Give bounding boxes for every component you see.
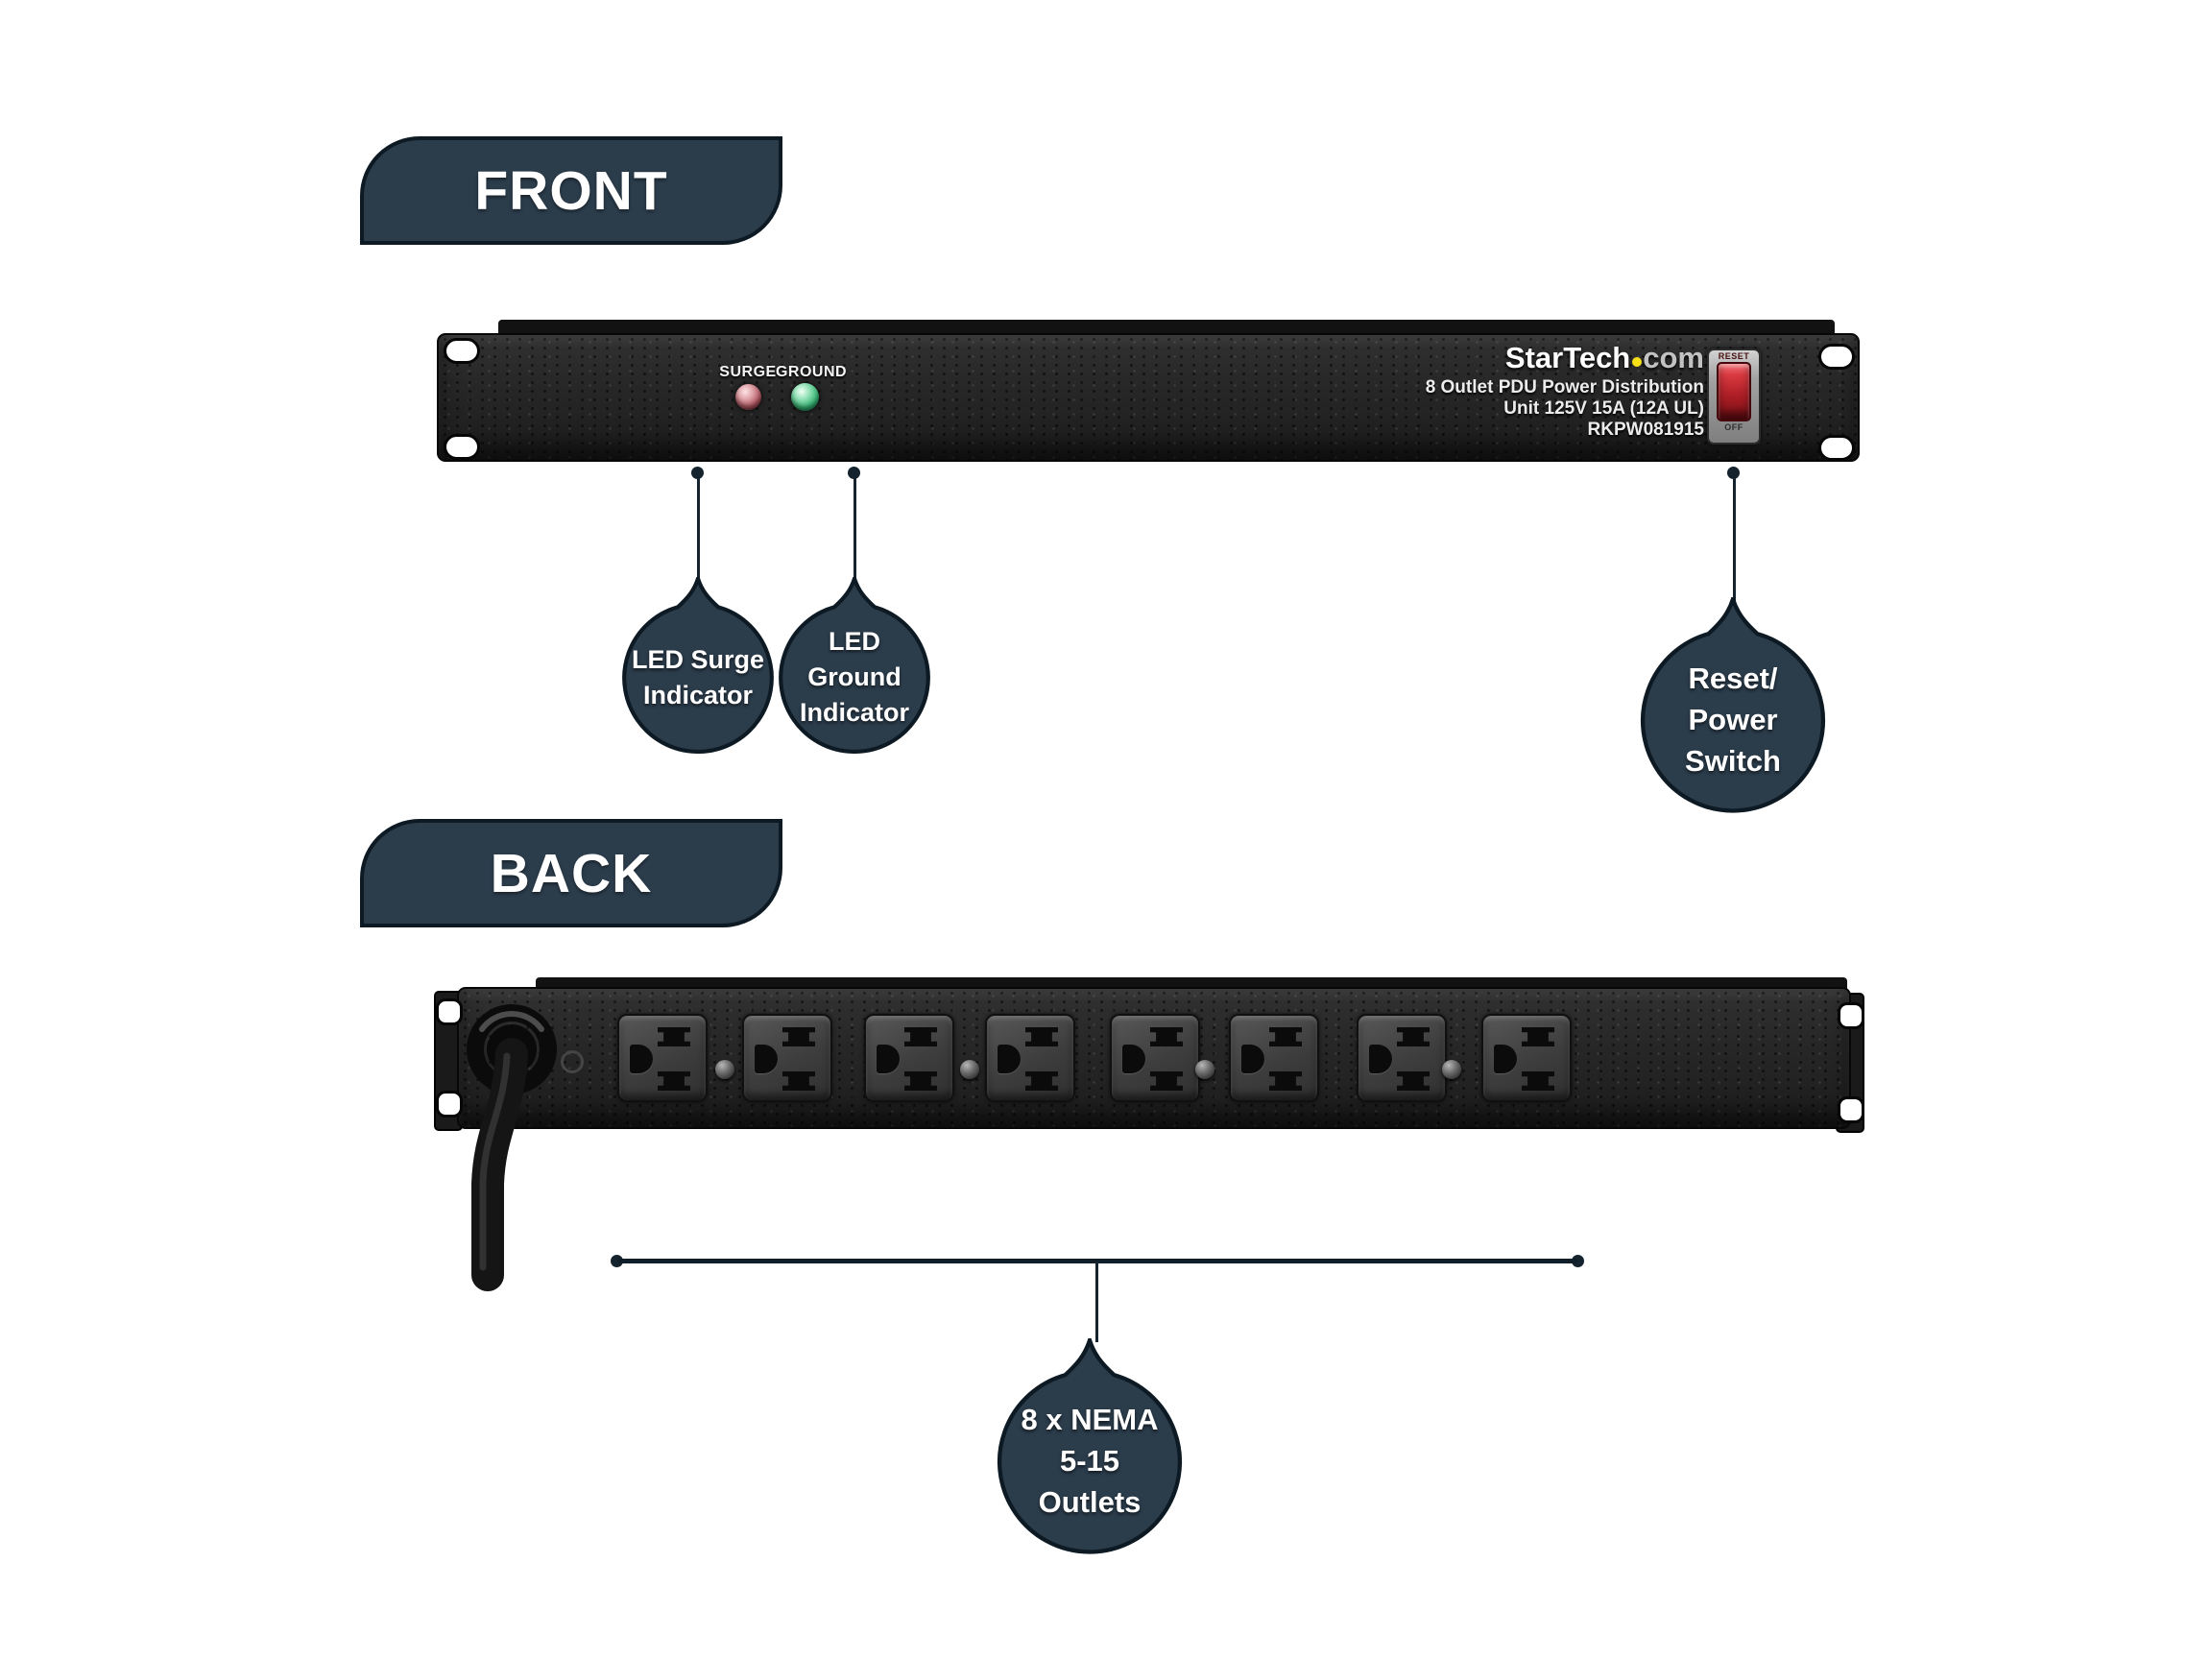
ground-pin-hole (1241, 1045, 1264, 1073)
outlet-slot (904, 1027, 937, 1046)
callout-surge-balloon: LED Surge Indicator (621, 577, 775, 754)
front-faceplate (437, 333, 1860, 462)
ground-led-indicator (791, 383, 819, 411)
mounting-screw (1442, 1060, 1461, 1079)
mount-hole (444, 434, 480, 460)
brand-logo-main: StarTech (1504, 341, 1631, 374)
mount-hole (1818, 435, 1855, 461)
outlet-slot (1150, 1027, 1183, 1046)
outlet-slot (1025, 1071, 1058, 1091)
balloon-shape (779, 577, 930, 754)
outlet-slot (1522, 1071, 1554, 1091)
mount-hole (1818, 344, 1855, 370)
ground-pin-hole (1369, 1045, 1392, 1073)
outlet-slot (1025, 1027, 1058, 1046)
outlet-slot (658, 1071, 690, 1091)
brand-logo-suffix: com (1643, 341, 1704, 374)
leader-line-ground (854, 472, 856, 584)
front-section-label-text: FRONT (474, 159, 668, 222)
pdu-front-view: SURGE GROUND StarTech com 8 Outlet PDU Po… (437, 320, 1860, 464)
leader-dot (611, 1255, 623, 1267)
callout-ground-text: LED Ground Indicator (799, 626, 909, 728)
ground-led-label: GROUND (775, 364, 848, 380)
chassis-top-edge (498, 320, 1835, 335)
pdu-back-view (434, 977, 1864, 1291)
callout-reset-text: Reset/ Power Switch (1685, 661, 1781, 778)
outlet-slot (1269, 1071, 1302, 1091)
brand-logo-dot-icon (1632, 357, 1643, 367)
nema-outlet-2 (742, 1014, 832, 1102)
callout-ground-balloon: LED Ground Indicator (778, 577, 931, 754)
red-rocker-switch (1717, 362, 1751, 421)
front-section-label: FRONT (360, 136, 782, 245)
power-cord (467, 1004, 557, 1291)
mount-hole (444, 338, 480, 364)
callout-outlets-text: 8 x NEMA 5-15 Outlets (1021, 1403, 1159, 1519)
brand-logo: StarTech com (1426, 341, 1704, 374)
nema-outlet-6 (1229, 1014, 1319, 1102)
front-print-block: StarTech com 8 Outlet PDU Power Distribut… (1426, 341, 1704, 442)
outlet-slot (1397, 1027, 1430, 1046)
callout-outlets-balloon: 8 x NEMA 5-15 Outlets (996, 1338, 1184, 1554)
ground-pin-hole (877, 1045, 900, 1073)
balloon-shape (1640, 597, 1826, 813)
leader-dot (1572, 1255, 1584, 1267)
outlet-slot (782, 1071, 815, 1091)
leader-line-reset (1733, 472, 1736, 601)
product-line-2: Unit 125V 15A (12A UL) (1503, 397, 1704, 419)
ground-pin-hole (630, 1045, 653, 1073)
chassis-top-edge (536, 977, 1847, 990)
nema-outlet-3 (864, 1014, 954, 1102)
back-section-label-text: BACK (490, 842, 653, 904)
outlet-slot (782, 1027, 815, 1046)
outlet-slot (1522, 1027, 1554, 1046)
callout-surge-text: LED Surge Indicator (631, 644, 765, 709)
leader-line-surge (697, 472, 700, 584)
surge-led-label: SURGE (719, 364, 777, 380)
nema-outlet-7 (1357, 1014, 1447, 1102)
mounting-screw (1195, 1060, 1214, 1079)
outlet-slot (1397, 1071, 1430, 1091)
outlet-slot (1150, 1071, 1183, 1091)
surge-led-indicator (735, 384, 761, 410)
ground-pin-hole (998, 1045, 1021, 1073)
leader-line-outlets (1095, 1262, 1098, 1342)
switch-off-label: OFF (1724, 422, 1743, 432)
outlet-slot (904, 1071, 937, 1091)
mount-hole (436, 998, 463, 1025)
panel-ring-mark (561, 1050, 584, 1073)
product-description: 8 Outlet PDU Power Distribution Unit 125… (1426, 377, 1704, 442)
back-section-label: BACK (360, 819, 782, 927)
nema-outlet-1 (617, 1014, 708, 1102)
mounting-screw (715, 1060, 734, 1079)
nema-outlet-8 (1481, 1014, 1572, 1102)
balloon-shape (622, 577, 774, 754)
nema-outlet-4 (985, 1014, 1075, 1102)
outlet-slot (1269, 1027, 1302, 1046)
product-line-1: 8 Outlet PDU Power Distribution (1425, 376, 1704, 397)
outlet-span-line (617, 1259, 1577, 1263)
mounting-screw (960, 1060, 979, 1079)
switch-reset-label: RESET (1718, 351, 1750, 361)
callout-reset-balloon: Reset/ Power Switch (1639, 597, 1827, 813)
balloon-shape (997, 1338, 1183, 1554)
ground-pin-hole (1494, 1045, 1517, 1073)
outlet-slot (658, 1027, 690, 1046)
mount-hole (1838, 1096, 1864, 1123)
nema-outlet-5 (1110, 1014, 1200, 1102)
ground-pin-hole (755, 1045, 778, 1073)
product-model-number: RKPW081915 (1587, 419, 1704, 440)
mount-hole (1838, 1002, 1864, 1029)
reset-power-switch: RESET OFF (1707, 349, 1761, 445)
ground-pin-hole (1122, 1045, 1145, 1073)
mount-hole (436, 1091, 463, 1118)
